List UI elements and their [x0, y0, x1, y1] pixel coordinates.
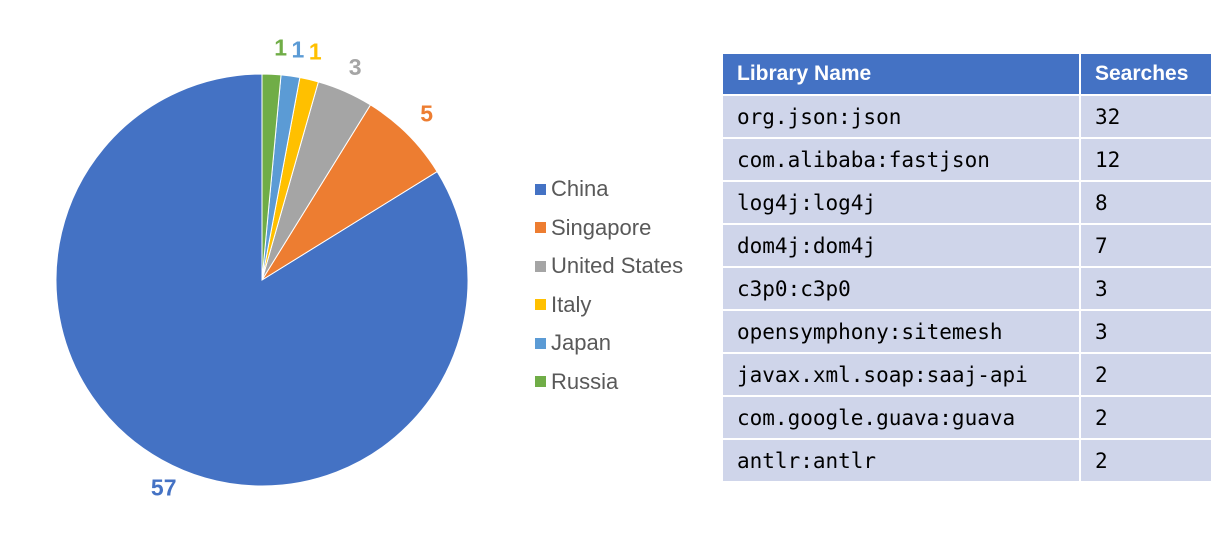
legend-swatch	[535, 222, 546, 234]
pie-slice-russia	[261, 73, 282, 281]
data-label-russia: 1	[274, 35, 287, 61]
legend-item-united-states: United States	[535, 247, 683, 286]
legend-swatch	[535, 260, 546, 272]
data-label-china: 57	[151, 475, 177, 501]
legend-label: Japan	[551, 330, 611, 356]
library-name-cell: dom4j:dom4j	[721, 223, 1081, 268]
library-name-cell: com.alibaba:fastjson	[721, 137, 1081, 182]
searches-cell: 7	[1079, 223, 1213, 268]
legend-item-italy: Italy	[535, 286, 683, 325]
searches-cell: 32	[1079, 94, 1213, 139]
legend-label: Italy	[551, 291, 592, 317]
legend-swatch	[535, 299, 546, 311]
legend-item-japan: Japan	[535, 324, 683, 363]
legend-swatch	[535, 376, 546, 388]
searches-cell: 3	[1079, 309, 1213, 354]
pie-data-labels: 57 5 3 111	[151, 35, 433, 501]
legend-item-singapore: Singapore	[535, 209, 683, 248]
pie-slices	[55, 73, 469, 487]
legend-swatch	[535, 183, 546, 195]
legend-label: Singapore	[551, 214, 652, 240]
pie-chart: 57 5 3 111	[55, 35, 469, 501]
data-label-united-states: 3	[349, 54, 362, 80]
legend-item-china: China	[535, 170, 683, 209]
table-header-row: Library Name Searches	[721, 52, 1213, 96]
data-label-japan: 1	[291, 37, 304, 63]
library-name-cell: antlr:antlr	[721, 438, 1081, 483]
legend-item-russia: Russia	[535, 363, 683, 402]
data-label-italy: 1	[309, 38, 322, 64]
legend-swatch	[535, 337, 546, 349]
column-header-library-name: Library Name	[721, 52, 1081, 96]
searches-cell: 2	[1079, 395, 1213, 440]
searches-cell: 12	[1079, 137, 1213, 182]
library-name-cell: log4j:log4j	[721, 180, 1081, 225]
column-header-searches: Searches	[1079, 52, 1213, 96]
searches-cell: 2	[1079, 352, 1213, 397]
data-label-singapore: 5	[420, 100, 433, 126]
library-name-cell: com.google.guava:guava	[721, 395, 1081, 440]
legend-label: China	[551, 176, 609, 202]
library-name-cell: org.json:json	[721, 94, 1081, 139]
searches-cell: 2	[1079, 438, 1213, 483]
library-name-cell: javax.xml.soap:saaj-api	[721, 352, 1081, 397]
legend-label: United States	[551, 253, 684, 279]
searches-cell: 3	[1079, 266, 1213, 311]
library-name-cell: opensymphony:sitemesh	[721, 309, 1081, 354]
legend-label: Russia	[551, 368, 619, 394]
library-name-cell: c3p0:c3p0	[721, 266, 1081, 311]
searches-cell: 8	[1079, 180, 1213, 225]
